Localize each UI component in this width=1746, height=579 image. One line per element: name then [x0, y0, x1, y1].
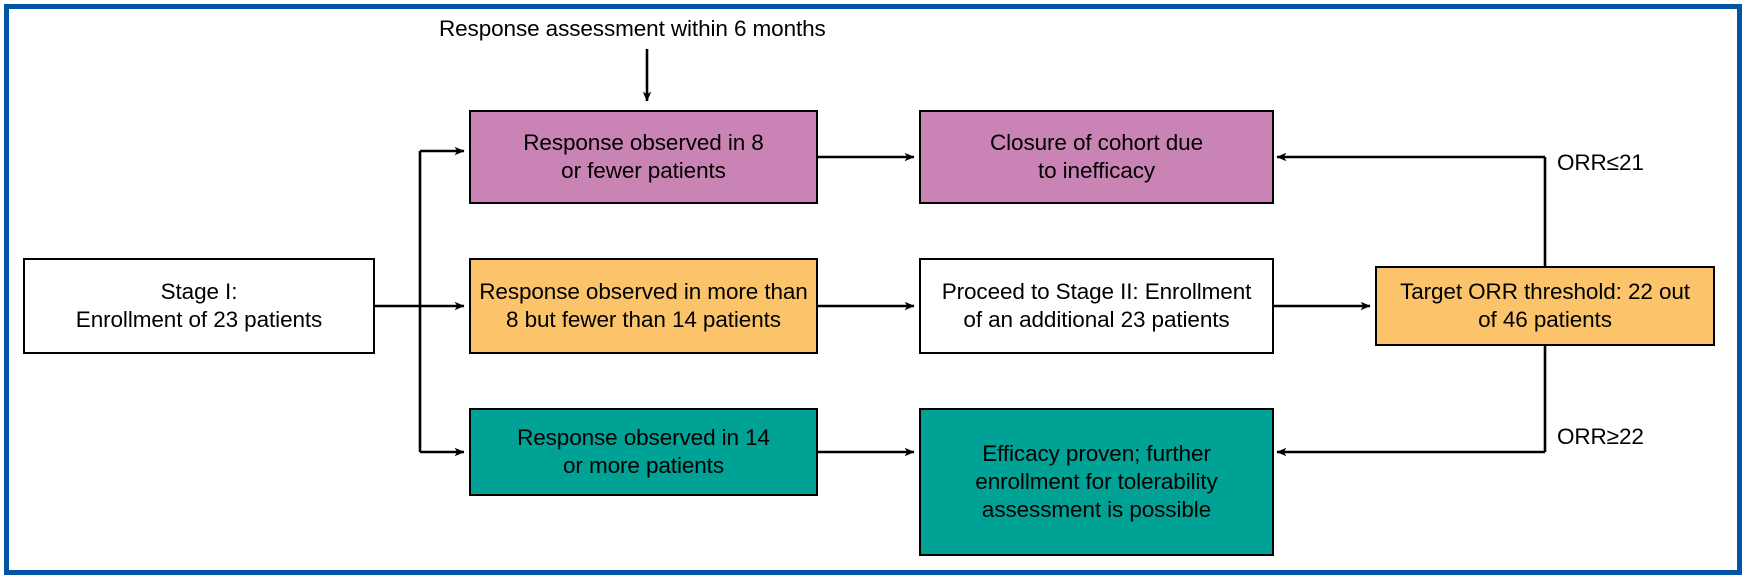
node-target-orr-threshold[interactable]: Target ORR threshold: 22 out of 46 patie… [1375, 266, 1715, 346]
node-closure-of-cohort[interactable]: Closure of cohort due to inefficacy [919, 110, 1274, 204]
node-response-8-or-fewer-label: Response observed in 8 or fewer patients [523, 130, 764, 183]
node-proceed-stage-2-label: Proceed to Stage II: Enrollment of an ad… [941, 279, 1252, 332]
node-response-14-or-more[interactable]: Response observed in 14 or more patients [469, 408, 818, 496]
assessment-caption: Response assessment within 6 months [439, 16, 826, 41]
node-stage-1-label: Stage I: Enrollment of 23 patients [75, 279, 323, 332]
node-response-8-or-fewer[interactable]: Response observed in 8 or fewer patients [469, 110, 818, 204]
node-response-14-or-more-label: Response observed in 14 or more patients [517, 425, 770, 478]
node-response-9-to-13-label: Response observed in more than 8 but few… [479, 279, 808, 332]
node-stage-1[interactable]: Stage I: Enrollment of 23 patients [23, 258, 375, 354]
edge-label-orr-high: ORR≥22 [1557, 424, 1644, 449]
node-response-9-to-13[interactable]: Response observed in more than 8 but few… [469, 258, 818, 354]
node-target-orr-threshold-label: Target ORR threshold: 22 out of 46 patie… [1400, 279, 1690, 332]
edge-label-orr-low: ORR≤21 [1557, 150, 1644, 175]
node-closure-of-cohort-label: Closure of cohort due to inefficacy [989, 130, 1204, 183]
node-efficacy-proven[interactable]: Efficacy proven; further enrollment for … [919, 408, 1274, 556]
node-proceed-stage-2[interactable]: Proceed to Stage II: Enrollment of an ad… [919, 258, 1274, 354]
node-efficacy-proven-label: Efficacy proven; further enrollment for … [975, 441, 1218, 522]
